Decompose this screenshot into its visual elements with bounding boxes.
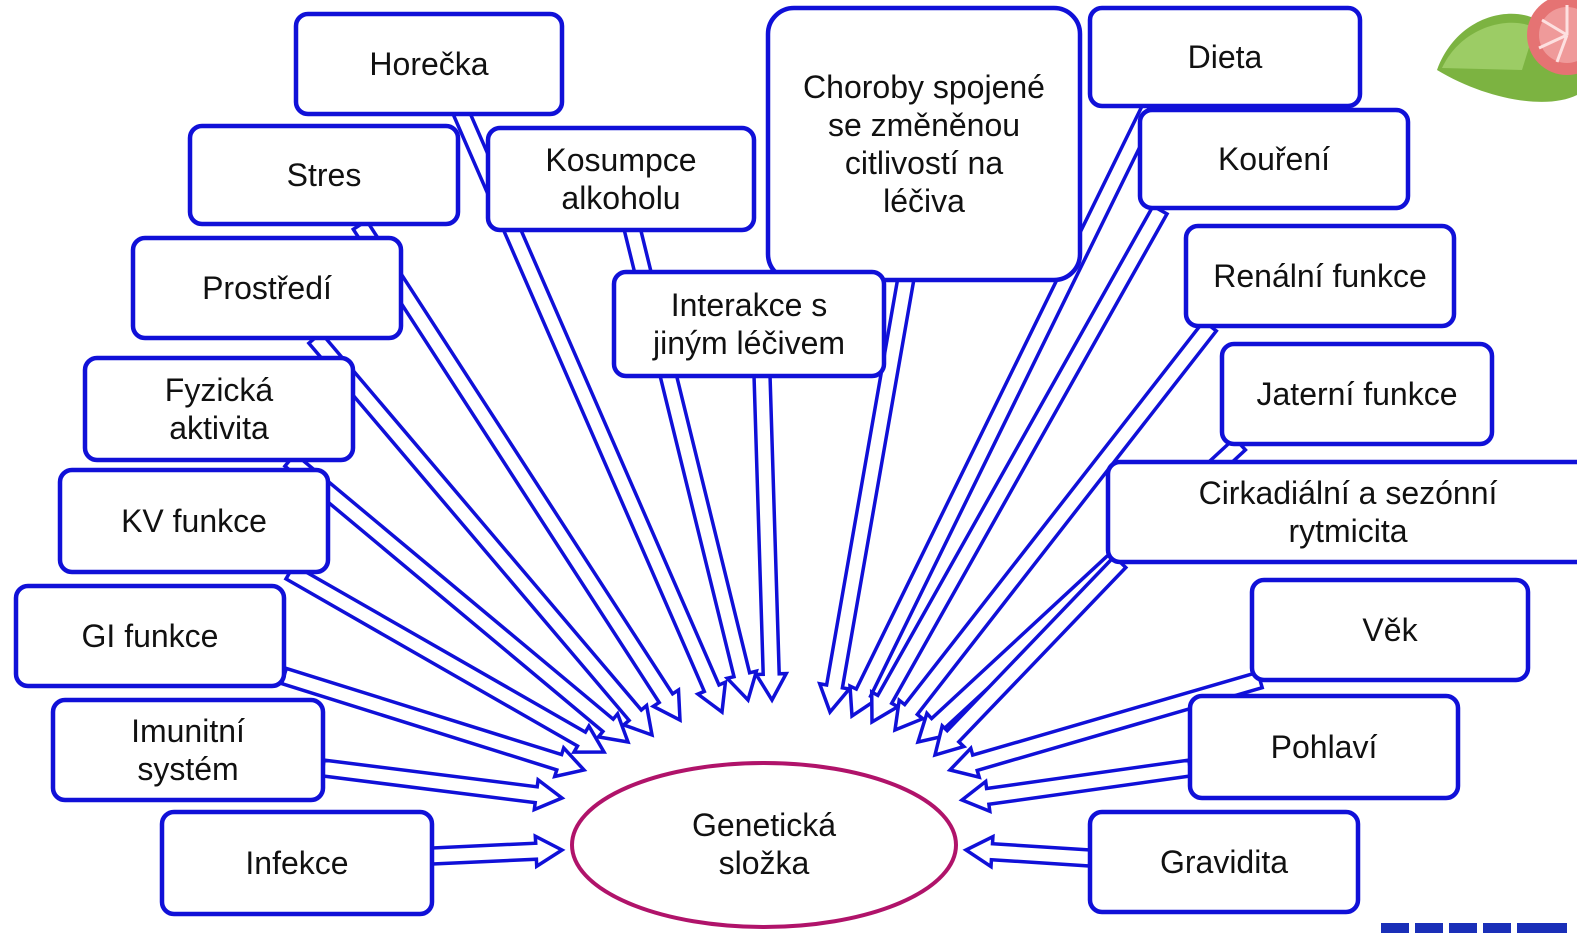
logo-image (1381, 923, 1567, 933)
factor-box-choroby (765, 5, 1083, 283)
factor-label-choroby: léčiva (883, 183, 965, 219)
factor-box-cirkadialni (1105, 459, 1577, 565)
factor-box-kv (57, 467, 331, 575)
factor-box-stres (187, 123, 461, 227)
factor-label-cirkadialni: rytmicita (1288, 513, 1407, 549)
factor-label-horecka: Horečka (369, 46, 488, 82)
factor-node-gi: GI funkce (13, 583, 287, 689)
factor-box-gi (13, 583, 287, 689)
factor-label-cirkadialni: Cirkadiální a sezónní (1199, 475, 1498, 511)
arrow-stres (350, 218, 682, 723)
arrow-choroby (817, 274, 916, 716)
factor-label-dieta: Dieta (1188, 39, 1263, 75)
factor-label-pohlavi: Pohlaví (1271, 729, 1378, 765)
factor-label-vek: Věk (1362, 612, 1418, 648)
factor-node-stres: Stres (187, 123, 461, 227)
factor-node-vek: Věk (1249, 577, 1531, 683)
genetic-component-label: složka (719, 845, 810, 881)
factor-label-fyzicka: Fyzická (165, 372, 274, 408)
genetic-component-label: Genetická (692, 807, 836, 843)
factor-label-gi: GI funkce (82, 618, 219, 654)
factor-node-koureni: Kouření (1137, 107, 1411, 211)
factor-box-koureni (1137, 107, 1411, 211)
factor-box-prostredi (130, 235, 404, 341)
arrow-koureni (869, 203, 1170, 726)
factor-label-jaterni: Jaterní funkce (1257, 376, 1458, 412)
arrow-kv (283, 562, 608, 754)
arrow-imunitni (320, 758, 566, 813)
factor-node-pohlavi: Pohlaví (1187, 693, 1461, 801)
factor-node-dieta: Dieta (1087, 5, 1363, 109)
factor-node-horecka: Horečka (293, 11, 565, 117)
factor-label-interakce: jiným léčivem (652, 325, 845, 361)
factor-box-imunitni (50, 697, 326, 803)
factor-node-prostredi: Prostředí (130, 235, 404, 341)
arrow-fyzicka (282, 451, 631, 745)
arrow-renalni (892, 318, 1219, 733)
factor-label-infekce: Infekce (245, 845, 348, 881)
factor-label-koureni: Kouření (1218, 141, 1330, 177)
factor-label-interakce: Interakce s (671, 287, 828, 323)
arrow-prostredi (306, 330, 655, 738)
arrow-gi (279, 666, 588, 779)
arrow-infekce (429, 833, 566, 870)
factor-box-infekce (159, 809, 435, 917)
factor-box-horecka (293, 11, 565, 117)
factor-label-choroby: se změněnou (828, 107, 1020, 143)
arrow-interakce (752, 373, 790, 704)
factor-node-kv: KV funkce (57, 467, 331, 575)
grapefruit-image (1437, 0, 1577, 102)
factor-box-kosumpce (485, 125, 757, 233)
factor-box-jaterni (1219, 341, 1495, 447)
factor-box-gravidita (1087, 809, 1361, 915)
genetic-component-ellipse (570, 761, 958, 929)
factor-box-renalni (1183, 223, 1457, 329)
arrow-pohlavi (958, 758, 1194, 814)
factor-box-interakce (611, 269, 887, 379)
arrow-gravidita (962, 833, 1093, 870)
arrow-cirkadialni (932, 554, 1129, 758)
factor-label-prostredi: Prostředí (202, 270, 332, 306)
factor-box-fyzicka (82, 355, 356, 463)
factor-node-jaterni: Jaterní funkce (1219, 341, 1495, 447)
factor-node-gravidita: Gravidita (1087, 809, 1361, 915)
factor-label-choroby: Choroby spojené (803, 69, 1045, 105)
factor-label-kosumpce: alkoholu (561, 180, 680, 216)
factor-label-kosumpce: Kosumpce (545, 142, 696, 178)
factor-label-kv: KV funkce (121, 503, 267, 539)
factor-node-renalni: Renální funkce (1183, 223, 1457, 329)
factor-label-fyzicka: aktivita (169, 410, 269, 446)
factor-node-infekce: Infekce (159, 809, 435, 917)
factor-label-imunitni: systém (137, 751, 238, 787)
factor-label-stres: Stres (287, 157, 362, 193)
factor-label-choroby: citlivostí na (845, 145, 1003, 181)
factor-box-pohlavi (1187, 693, 1461, 801)
factor-label-renalni: Renální funkce (1213, 258, 1426, 294)
factor-label-imunitni: Imunitní (131, 713, 245, 749)
factor-label-gravidita: Gravidita (1160, 844, 1288, 880)
factor-box-dieta (1087, 5, 1363, 109)
factor-box-vek (1249, 577, 1531, 683)
